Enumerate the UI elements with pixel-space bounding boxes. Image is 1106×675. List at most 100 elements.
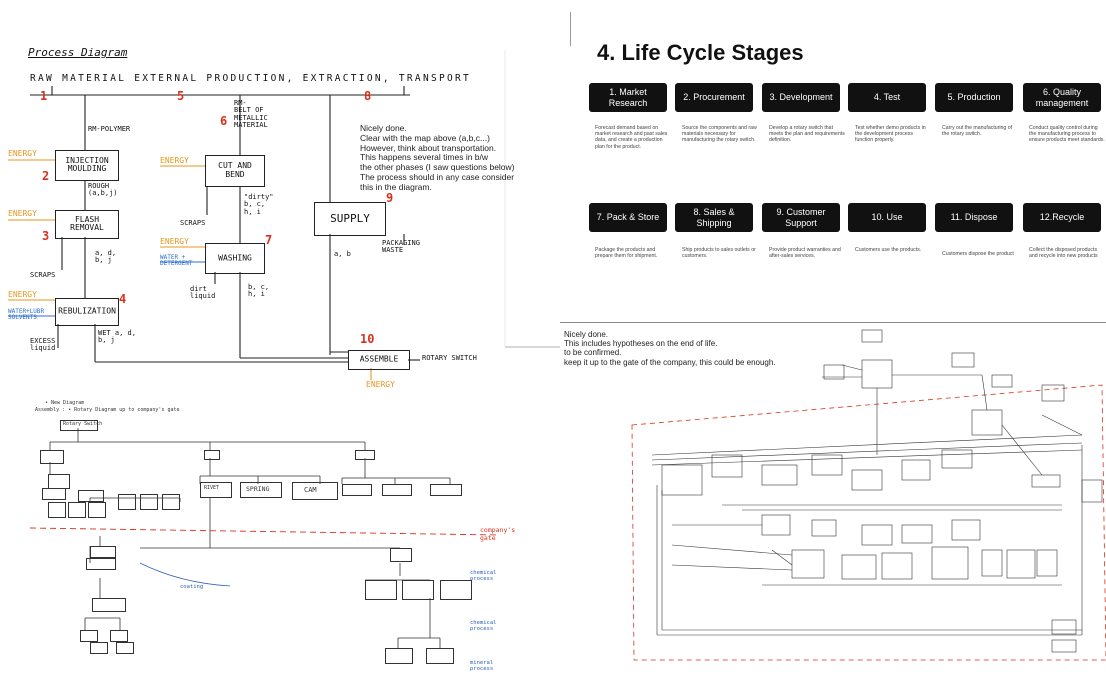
step-number-9: 9 [386,192,393,205]
stage-desc-production: Carry out the manufacturing of the rotar… [942,125,1018,137]
panel-divider [570,12,571,46]
bch-label: b, c, h, i [248,284,269,299]
tree-node-rb4 [440,580,472,600]
stage-desc-customer-support: Provide product warranties and after-sal… [769,247,845,259]
tree-node-b3 [80,630,98,642]
stage-test: 4. Test [848,83,926,112]
tree-node-l3e [140,494,158,510]
tree-node-l2a [48,474,70,489]
tree-node-rb5 [385,648,413,664]
rough-label: ROUGH (a,b,j) [88,183,118,198]
stage-pack-store: 7. Pack & Store [589,203,667,232]
step-number-8: 8 [364,90,371,103]
chemical-process-label-2: chemical process [470,620,497,632]
mineral-process-label: mineral process [470,660,493,672]
process-diagram-title: Process Diagram [28,47,127,59]
end-of-life-sketch: Nicely done. This includes hypotheses on… [562,325,1106,675]
energy-label-1: ENERGY [8,150,37,158]
life-cycle-panel: 4. Life Cycle Stages 1. Market Research … [565,0,1106,322]
rotary-switch-label: ROTARY SWITCH [422,355,477,362]
step-number-6: 6 [220,115,227,128]
stage-desc-market-research: Forecast demand based on market research… [595,125,671,150]
tree-node-r1 [342,484,372,496]
ab-label: a, b [334,251,351,258]
spring-label: SPRING [246,485,269,493]
tree-node-l3f [162,494,180,510]
coating-label: coating [180,584,203,590]
process-header: RAW MATERIAL EXTERNAL PRODUCTION, EXTRAC… [30,74,471,84]
stage-desc-development: Develop a rotary switch that meets the p… [769,125,845,144]
stage-desc-dispose: Customers dispose the product [942,251,1018,257]
stage-customer-support: 9. Customer Support [762,203,840,232]
injection-moulding-box: INJECTION MOULDING [55,150,119,181]
stage-desc-quality-management: Conduct quality control during the manuf… [1029,125,1105,144]
step-number-7: 7 [265,234,272,247]
tree-node-l3d [118,494,136,510]
section-divider [560,322,1106,323]
step-number-10: 10 [360,333,374,346]
dirt-liquid-label: dirt liquid [190,286,215,301]
tree-node-r3 [430,484,462,496]
stage-sales-shipping: 8. Sales & Shipping [675,203,753,232]
sketch-header-note: • New Diagram [45,400,84,406]
stage-quality-management: 6. Quality management [1023,83,1101,112]
stage-recycle: 12.Recycle [1023,203,1101,232]
energy-label-3: ENERGY [8,291,37,299]
stage-desc-pack-store: Package the products and prepare them fo… [595,247,671,259]
scraps-label-1: SCRAPS [30,272,55,279]
process-diagram-panel: Process Diagram RAW MATERIAL EXTERNAL PR… [0,0,560,395]
tree-node-b4 [110,630,128,642]
a-d-label: a, d, b, j [95,250,116,265]
chemical-process-label-1: chemical process [470,570,497,582]
pb-iron-box [92,598,126,612]
tree-node-r2 [382,484,412,496]
rotary-switch-node-label: Rotary Switch [63,421,102,427]
tree-node-mid [204,450,220,460]
step-number-3: 3 [42,230,49,243]
end-of-life-network [562,325,1106,675]
water-detergent-label: WATER + DETERGENT [160,255,193,268]
tree-node-b1 [90,546,116,558]
tree-node-rb2 [365,580,397,600]
product-tree-lines [30,398,540,675]
step-number-1: 1 [40,90,47,103]
stage-desc-use: Customers use the products. [855,247,931,253]
tree-node-b2 [86,558,116,570]
rebulization-box: REBULIZATION [55,298,119,326]
tree-node-l2b [42,488,66,500]
assemble-box: ASSEMBLE [348,350,410,370]
energy-label-2: ENERGY [8,210,37,218]
rm-polymer-label: RM-POLYMER [88,126,130,133]
rivet-label: RIVET [204,485,219,491]
water-lubricant-label: WATER+LUBR SOLVENTS [8,309,44,322]
supply-box: SUPPLY [314,202,386,236]
stage-use: 10. Use [848,203,926,232]
step-number-4: 4 [119,293,126,306]
tree-node-left [40,450,64,464]
energy-label-6: ENERGY [366,381,395,389]
dirty-label: "dirty" b, c, h, i [244,194,274,216]
cut-and-bend-box: CUT AND BEND [205,155,265,187]
washing-box: WASHING [205,243,265,274]
stage-desc-sales-shipping: Ship products to sales outlets or custom… [682,247,758,259]
tree-node-right [355,450,375,460]
rm-belt-label: RM- BELT OF METALLIC MATERIAL [234,100,268,129]
life-cycle-title: 4. Life Cycle Stages [597,40,804,66]
product-tree-sketch: • New Diagram Assembly : • Rotary Diagra… [30,398,540,675]
scraps-label-2: SCRAPS [180,220,205,227]
energy-label-5: ENERGY [160,238,189,246]
sketch-header-note-2: Assembly : • Rotary Diagram up to compan… [35,407,180,413]
tree-node-l3a [48,502,66,518]
stage-desc-test: Test whether demo products in the develo… [855,125,931,144]
stage-desc-recycle: Collect the disposed products and recycl… [1029,247,1105,259]
tree-node-rb1 [390,548,412,562]
flash-removal-box: FLASH REMOVAL [55,210,119,239]
excess-liquid-label: EXCESS liquid [30,338,55,353]
process-diagram-connectors [0,0,560,395]
tree-node-b5 [116,642,134,654]
stage-development: 3. Development [762,83,840,112]
tree-node-b6 [90,642,108,654]
step-number-2: 2 [42,170,49,183]
company-gate-label: company's gate [480,526,515,542]
energy-label-4: ENERGY [160,157,189,165]
